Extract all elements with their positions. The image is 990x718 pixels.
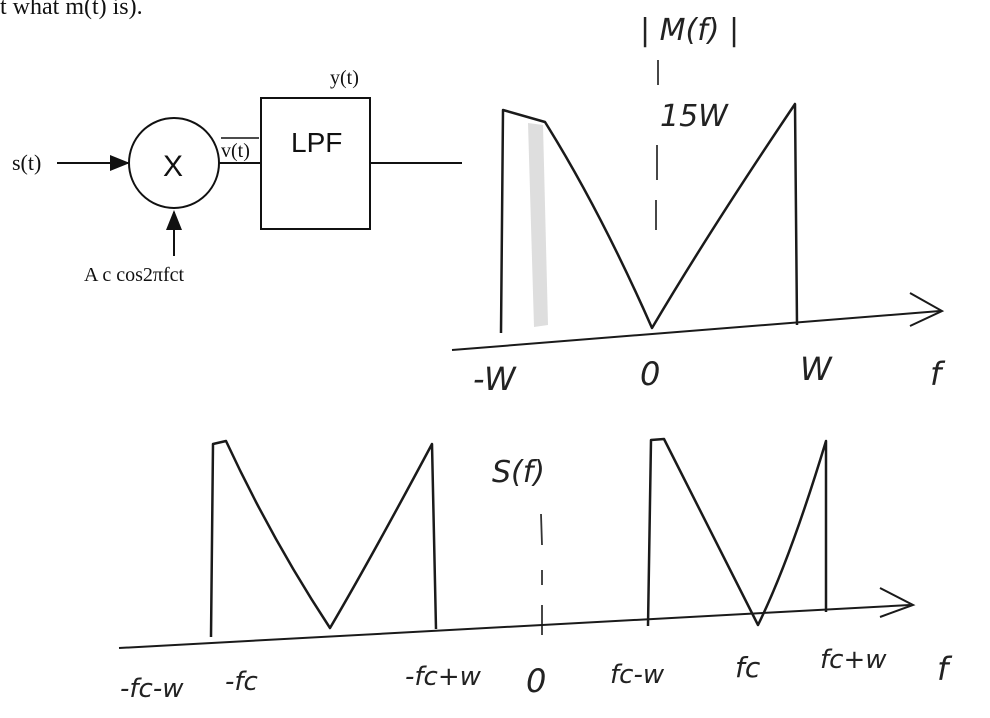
spectrum-s-axis-var: f	[937, 650, 953, 688]
block-diagram: s(t) X A c cos2πfct v(t) LPF y(t)	[12, 67, 462, 286]
spectrum-m-axis	[451, 310, 941, 351]
spectrum-m-axis-arrowhead	[909, 292, 945, 327]
spectrum-s-positive-band	[646, 437, 828, 627]
spectrum-m-title: | M(f) |	[640, 13, 739, 48]
spectrum-m-tick-zero: 0	[640, 355, 660, 393]
spectrum-s-tick-fc-plus-w: fc+w	[820, 645, 887, 675]
spectrum-m-curve	[499, 102, 799, 334]
spectrum-m-plot: | M(f) | 15W -W 0 W f	[451, 13, 946, 398]
spectrum-s-negative-band	[209, 439, 438, 638]
spectrum-s-tick-fc: fc	[735, 651, 761, 684]
spectrum-s-tick-neg-fc: -fc	[225, 667, 258, 697]
center-dashed-line	[655, 60, 659, 230]
spectrum-s-tick-neg-fc-minus-w: -fc-w	[120, 674, 184, 704]
carrier-label: A c cos2πfct	[84, 264, 185, 286]
spectrum-m-peak-label: 15W	[660, 99, 729, 134]
lpf-box	[260, 97, 371, 230]
spectrum-s-tick-neg-fc-plus-w: -fc+w	[405, 662, 482, 692]
question-text-fragment: t what m(t) is).	[0, 0, 143, 20]
output-signal-label: y(t)	[330, 67, 359, 89]
spectrum-s-tick-zero: 0	[526, 662, 546, 700]
spectrum-s-tick-fc-minus-w: fc-w	[610, 660, 665, 690]
mixer-output-label: v(t)	[221, 140, 250, 162]
spectrum-s-center-dashed-line	[540, 513, 543, 635]
spectrum-s-plot: S(f) -fc-w -fc -fc+w 0 fc-w fc fc+w f	[118, 437, 953, 704]
shaded-region	[528, 123, 548, 327]
spectrum-m-tick-neg-w: -W	[473, 360, 517, 398]
spectrum-s-axis	[118, 604, 911, 649]
spectrum-s-title: S(f)	[492, 455, 545, 490]
input-signal-label: s(t)	[12, 150, 41, 175]
mixer-symbol: X	[163, 150, 183, 183]
spectrum-m-axis-var: f	[930, 355, 946, 393]
spectrum-m-tick-w: W	[800, 350, 833, 388]
lpf-label: LPF	[291, 127, 342, 158]
spectrum-s-axis-arrowhead	[879, 587, 916, 618]
